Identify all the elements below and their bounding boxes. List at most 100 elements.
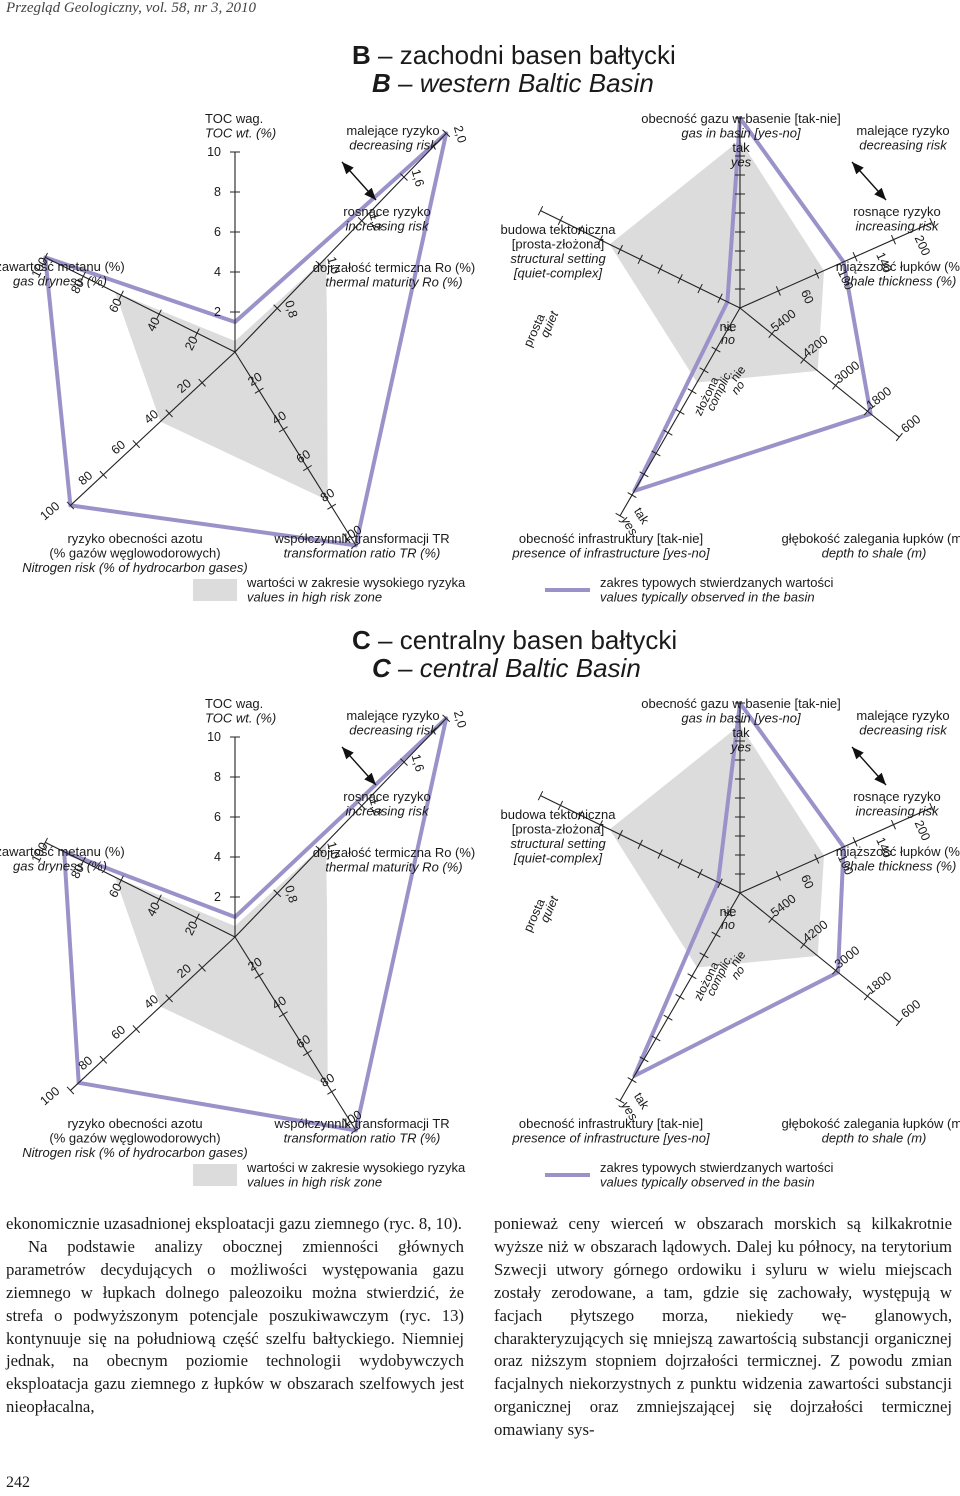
axis-tick	[929, 217, 935, 228]
tick-label-depth: 1800	[864, 969, 895, 997]
axis-title-gas-in-basin: yes	[730, 740, 752, 755]
axis-tick	[327, 503, 337, 510]
axis-title-maturity: dojrzałość termiczna Ro (%)	[313, 845, 476, 860]
axis-title-gas-dryness: gas dryness (%)	[13, 274, 107, 289]
tick-label-nitrogen: 40	[141, 992, 161, 1012]
tick-label-depth: 3000	[832, 943, 863, 971]
axis-title-tectonic: [prosta-złożona]	[512, 237, 605, 252]
axis-gas-dryness	[45, 841, 236, 938]
axis-title-tectonic: budowa tektoniczna	[501, 807, 617, 822]
axis-tick	[99, 470, 108, 479]
axis-nitrogen-risk	[70, 936, 236, 1091]
tick-label-gas: 20	[182, 919, 201, 938]
axis-tick	[775, 871, 781, 881]
arrow-head	[342, 162, 354, 175]
tick-label-ro: 1,6	[409, 753, 427, 774]
risk-label-decreasing-left: malejące ryzyko	[346, 708, 439, 723]
legend-swatch-high-risk	[193, 1164, 237, 1186]
tick-label-toc: 8	[214, 185, 221, 199]
axis-tick	[768, 914, 776, 924]
axis-tick	[852, 251, 858, 262]
axis-title-shale-thickness: shale thickness (%)	[844, 859, 957, 874]
axis-title-tr: transformation ratio TR (%)	[284, 546, 441, 561]
axis-transformation-ratio	[234, 351, 357, 546]
axis-tick	[697, 283, 703, 294]
axis-tick	[768, 329, 776, 339]
axis-tick	[651, 1035, 661, 1042]
tick-label-nie-no: nie	[720, 905, 737, 919]
axis-title-maturity: thermal maturity Ro (%)	[325, 275, 462, 290]
tick-label-nitrogen: 100	[37, 499, 62, 523]
axis-tick	[357, 216, 366, 225]
risk-label-decreasing-right: malejące ryzyko	[856, 123, 949, 138]
axis-tick	[278, 426, 288, 433]
tick-label-gas: 40	[144, 900, 163, 919]
tick-label-nitrogen: 20	[174, 961, 194, 981]
risk-label-increasing-right: increasing risk	[855, 219, 940, 234]
axis-tick	[156, 309, 162, 319]
axis-title-maturity: dojrzałość termiczna Ro (%)	[313, 260, 476, 275]
tick-label-gas: 40	[144, 315, 163, 334]
axis-tick	[278, 1011, 288, 1018]
axis-tick	[66, 1086, 75, 1095]
axis-tick	[327, 1088, 337, 1095]
axis-title-gas-in-basin: obecność gazu w basenie [tak-nie]	[641, 111, 840, 126]
axis-title-gas-dryness: zawartość metanu (%)	[0, 259, 125, 274]
axis-tick	[194, 913, 200, 923]
tick-label-ro: 2,0	[451, 709, 469, 730]
axis-tick	[832, 381, 840, 390]
axis-tick	[863, 992, 871, 1001]
axis-title-nitrogen: ryzyko obecności azotu	[67, 1116, 202, 1131]
risk-label-decreasing-right: decreasing risk	[859, 138, 948, 153]
axis-tick	[627, 492, 637, 498]
risk-label-increasing-left: rosnące ryzyko	[343, 204, 430, 219]
axis-title-infrastructure: presence of infrastructure [yes-no]	[511, 546, 710, 561]
text-column-right: ponieważ ceny wierceń w obszarach morski…	[494, 1213, 952, 1442]
axis-tick	[302, 1049, 312, 1057]
tick-label-ro: 0,8	[282, 884, 300, 905]
axis-tick	[315, 845, 324, 854]
legend-label-high-risk: values in high risk zone	[247, 590, 382, 605]
axis-tick	[165, 994, 173, 1003]
tick-label-tr: 40	[270, 993, 289, 1012]
axis-tick	[895, 432, 903, 442]
axis-tick	[717, 878, 723, 888]
axis-title-toc: TOC wt. (%)	[205, 711, 276, 726]
axis-title-tr: transformation ratio TR (%)	[284, 1131, 441, 1146]
chart-title-pl: B – zachodni basen bałtycki	[352, 40, 676, 70]
text-column-left: ekonomicznie uzasadnionej eksploatacji g…	[6, 1213, 464, 1419]
tick-label-ro: 2,0	[451, 124, 469, 145]
legend-label-typical: zakres typowych stwierdzanych wartości	[600, 575, 833, 590]
risk-label-increasing-right: rosnące ryzyko	[853, 789, 940, 804]
axis-tick	[118, 875, 124, 885]
axis-title-tr: współczynnik transformacji TR	[273, 1116, 449, 1131]
axis-thermal-maturity	[234, 132, 447, 353]
axis-tick	[198, 378, 206, 387]
risk-label-decreasing-left: decreasing risk	[349, 723, 438, 738]
tick-label-gas: 60	[106, 881, 125, 900]
axis-tick	[697, 868, 703, 879]
axis-tick	[657, 849, 663, 859]
axis-title-tr: współczynnik transformacji TR	[273, 531, 449, 546]
axis-depth	[739, 892, 900, 1023]
arrow-head	[342, 747, 354, 760]
axis-tick	[132, 440, 141, 449]
axis-tick	[597, 820, 603, 830]
axis-title-depth: głębokość zalegania łupków (m)	[782, 1116, 960, 1131]
paragraph: ponieważ ceny wierceń w obszarach morski…	[494, 1214, 952, 1440]
tick-label-tr: 60	[294, 1032, 313, 1051]
arrow-head	[874, 187, 886, 200]
tick-label-gas: 20	[182, 334, 201, 353]
axis-title-tectonic: structural setting	[510, 836, 606, 851]
page-number: 242	[6, 1474, 30, 1491]
axis-title-depth: depth to shale (m)	[822, 1131, 927, 1146]
axis-title-toc: TOC wt. (%)	[205, 126, 276, 141]
tick-label-toc: 8	[214, 770, 221, 784]
axis-tick	[615, 512, 625, 519]
axis-tick	[273, 304, 282, 313]
axis-tick	[814, 854, 820, 864]
axis-tick	[863, 407, 871, 416]
tick-label-toc: 2	[214, 305, 221, 319]
axis-title-nitrogen: (% gazów węglowodorowych)	[49, 546, 220, 561]
